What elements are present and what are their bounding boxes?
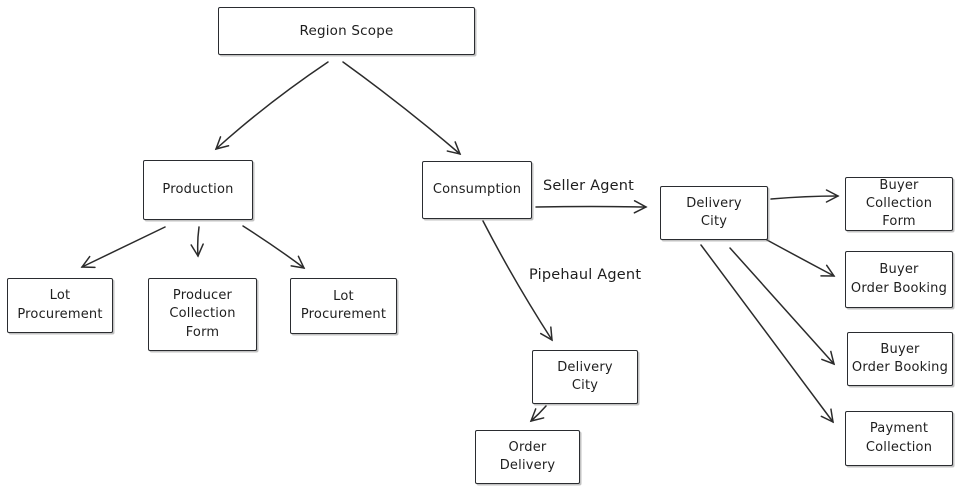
- node-production-label: Production: [162, 181, 234, 197]
- node-buyer-order-booking-2: Buyer Order Booking: [847, 332, 953, 386]
- node-payment-collection-label: Payment Collection: [865, 421, 933, 455]
- node-consumption: Consumption: [422, 161, 532, 219]
- node-producer-collection-form-label: Producer Collection Form: [169, 288, 236, 340]
- node-buyer-order-booking-1-label: Buyer Order Booking: [850, 262, 948, 296]
- edge-delivery-city-mid-to-order-delivery: [529, 405, 547, 423]
- edge-region-scope-to-consumption: [342, 61, 462, 156]
- edge-production-to-producer-collection-form: [190, 226, 204, 258]
- node-production: Production: [143, 160, 253, 220]
- edge-delivery-city-right-to-buyer-order-booking-1: [766, 239, 836, 277]
- edge-label-seller-agent: Seller Agent: [543, 178, 634, 194]
- node-delivery-city-right-label: Delivery City: [686, 195, 742, 229]
- node-buyer-order-booking-2-label: Buyer Order Booking: [851, 341, 949, 375]
- node-region-scope: Region Scope: [218, 7, 475, 55]
- edge-delivery-city-right-to-payment-collection: [700, 244, 834, 424]
- node-buyer-collection-form: Buyer Collection Form: [845, 177, 953, 231]
- node-lot-procurement-1: Lot Procurement: [7, 278, 113, 333]
- edge-consumption-to-delivery-city-mid: [482, 220, 553, 342]
- edge-delivery-city-right-to-buyer-collection-form: [770, 189, 840, 203]
- node-buyer-order-booking-1: Buyer Order Booking: [845, 251, 953, 308]
- node-order-delivery: Order Delivery: [475, 430, 580, 484]
- edge-production-to-lot-procurement-2: [242, 225, 306, 269]
- node-consumption-label: Consumption: [432, 181, 522, 197]
- node-lot-procurement-2-label: Lot Procurement: [300, 288, 387, 322]
- node-payment-collection: Payment Collection: [845, 411, 953, 466]
- node-order-delivery-label: Order Delivery: [499, 439, 556, 473]
- node-delivery-city-mid: Delivery City: [532, 350, 638, 404]
- edge-consumption-to-delivery-city-right: [535, 200, 648, 214]
- node-delivery-city-mid-label: Delivery City: [557, 359, 613, 393]
- node-delivery-city-right: Delivery City: [660, 186, 768, 240]
- node-region-scope-label: Region Scope: [299, 22, 394, 39]
- edge-label-pipehaul-agent: Pipehaul Agent: [529, 267, 642, 283]
- node-lot-procurement-2: Lot Procurement: [290, 278, 397, 334]
- node-lot-procurement-1-label: Lot Procurement: [17, 288, 103, 322]
- edge-delivery-city-right-to-buyer-order-booking-2: [729, 247, 836, 366]
- node-producer-collection-form: Producer Collection Form: [148, 278, 257, 351]
- edge-production-to-lot-procurement-1: [80, 226, 166, 269]
- edge-region-scope-to-production: [214, 61, 329, 151]
- node-buyer-collection-form-label: Buyer Collection Form: [865, 177, 933, 230]
